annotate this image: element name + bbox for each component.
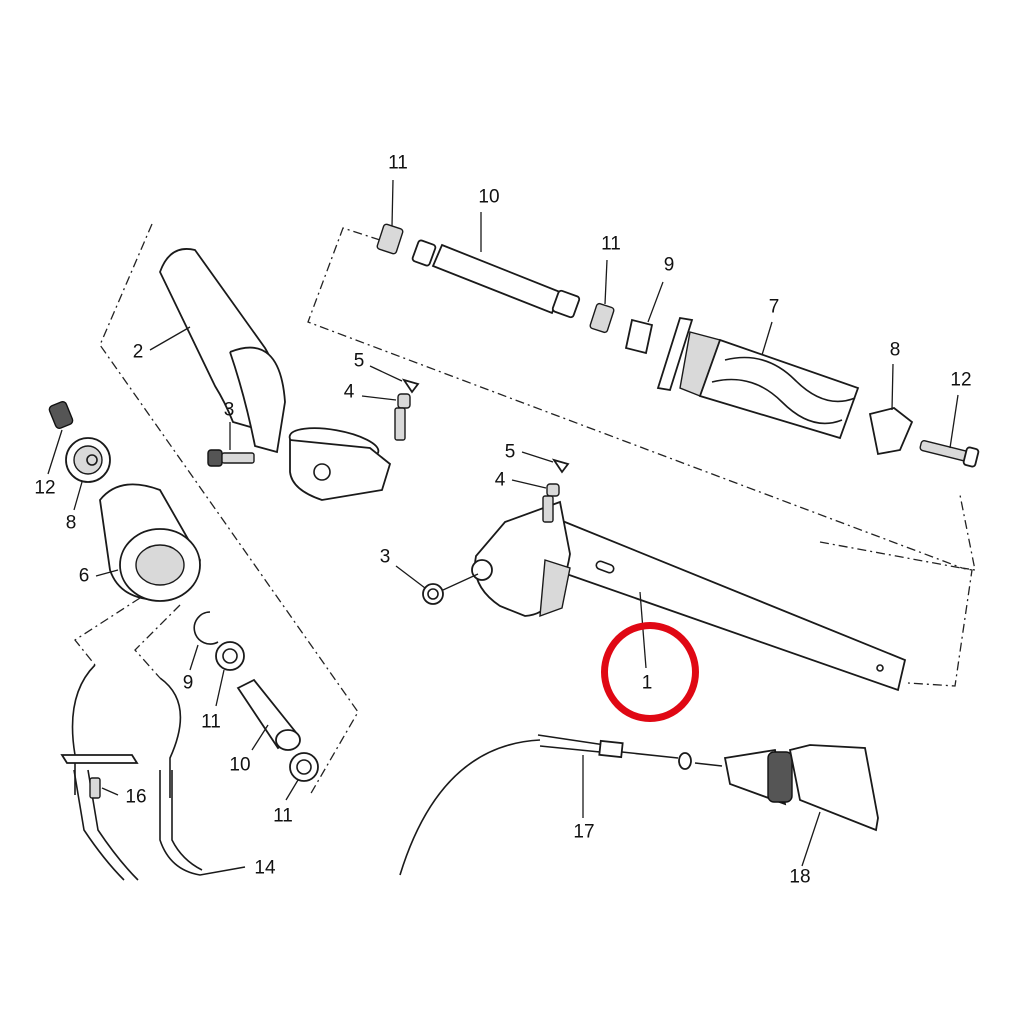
screw-icon: [89, 777, 119, 799]
nut-icon: [285, 752, 319, 801]
callout-label-11: 11: [201, 711, 221, 733]
callout-label-5: 5: [353, 350, 365, 372]
bolt-icon: [207, 422, 255, 467]
circlip-icon: [624, 281, 664, 355]
callout-label-11: 11: [388, 152, 408, 174]
bolt-icon: [47, 401, 74, 475]
callout-label-3: 3: [379, 546, 391, 568]
callout-label-8: 8: [65, 512, 77, 534]
callout-label-10: 10: [229, 754, 251, 776]
callout-label-4: 4: [494, 469, 506, 491]
callout-label-8: 8: [889, 339, 901, 361]
bolt-icon: [361, 393, 411, 441]
throttle-cable-icon: [399, 734, 692, 876]
callout-label-14: 14: [254, 857, 276, 879]
callout-label-12: 12: [34, 477, 56, 499]
grip-icon: [656, 316, 860, 440]
callout-label-4: 4: [343, 381, 355, 403]
bar-end-weight-icon: [411, 212, 581, 319]
throttle-grip-icon: [95, 483, 201, 602]
callout-label-11: 11: [273, 805, 293, 827]
assembly-outline-upper: [307, 227, 976, 571]
bar-end-weight-icon: [236, 678, 301, 751]
callout-label-3: 3: [223, 399, 235, 421]
throttle-cable-icon: [60, 597, 246, 881]
nut-icon: [215, 641, 245, 707]
callout-label-18: 18: [789, 866, 811, 888]
callout-label-6: 6: [78, 565, 90, 587]
callout-label-17: 17: [573, 821, 595, 843]
callout-label-1: 1: [641, 672, 653, 694]
assembly-outline-left: [99, 223, 359, 796]
bolt-icon: [395, 565, 479, 605]
washer-icon: [521, 451, 570, 474]
bar-end-cap-icon: [65, 437, 111, 511]
clip-on-handlebar-right-icon: [471, 500, 907, 692]
callout-label-11: 11: [601, 233, 621, 255]
callout-label-9: 9: [182, 672, 194, 694]
throttle-housing-icon: [694, 744, 879, 867]
callout-label-2: 2: [132, 341, 144, 363]
circlip-icon: [189, 611, 219, 671]
callout-label-10: 10: [478, 186, 500, 208]
callout-label-7: 7: [768, 296, 780, 318]
highlight-ring: [601, 622, 699, 722]
clip-on-handlebar-left-icon: [149, 248, 392, 501]
bolt-icon: [919, 394, 980, 468]
assembly-outline-handlebar: [819, 541, 973, 687]
washer-icon: [369, 365, 420, 394]
callout-label-5: 5: [504, 441, 516, 463]
nut-icon: [376, 179, 404, 255]
bolt-icon: [511, 479, 560, 523]
callout-label-16: 16: [125, 786, 147, 808]
callout-label-12: 12: [950, 369, 972, 391]
nut-icon: [589, 259, 615, 334]
bar-end-cap-icon: [868, 363, 914, 456]
callout-label-9: 9: [663, 254, 675, 276]
